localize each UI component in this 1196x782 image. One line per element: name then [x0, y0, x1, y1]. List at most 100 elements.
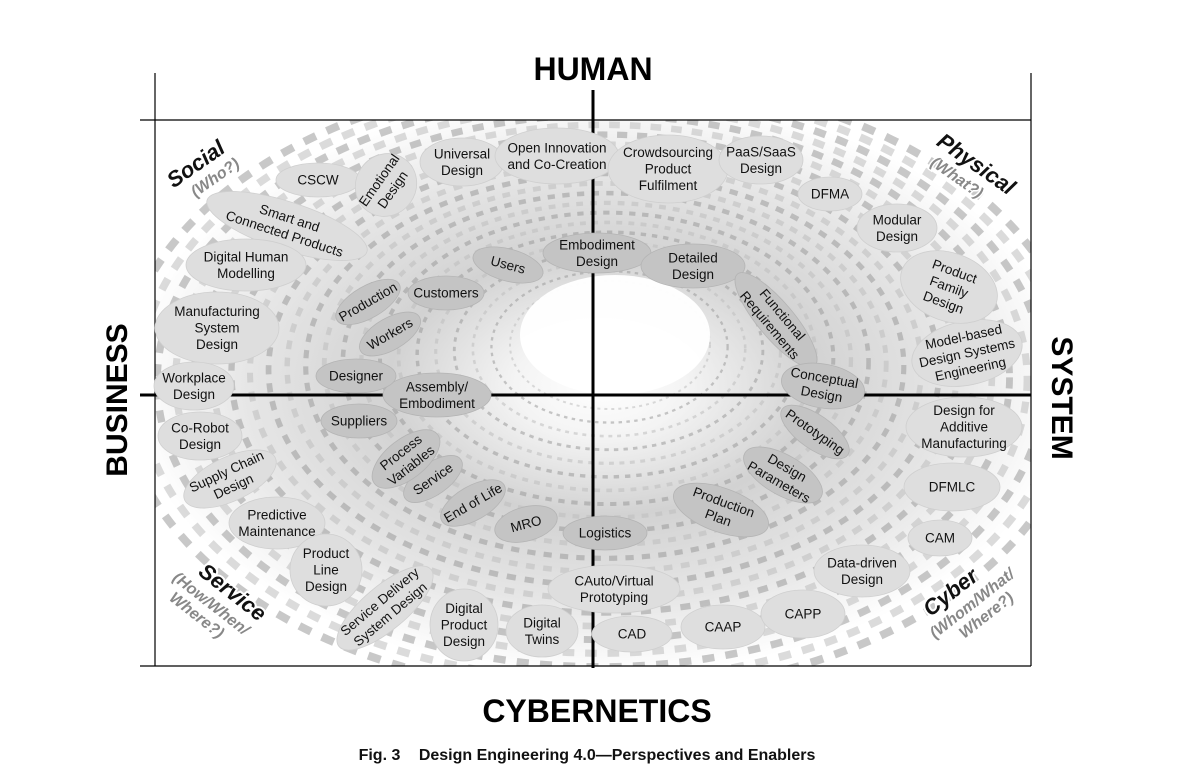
node-label: Universal: [434, 146, 490, 161]
node-mro: MRO: [494, 505, 558, 543]
node-label: Design: [196, 337, 238, 352]
node-label: Detailed: [668, 250, 718, 265]
node-shape: [718, 135, 804, 185]
node-label: Design: [305, 579, 347, 594]
node-shape: [185, 238, 307, 292]
node-shape: [505, 604, 579, 658]
node-label: Design: [876, 229, 918, 244]
node-shape: [429, 588, 499, 662]
node-label: DFMA: [811, 187, 849, 202]
tunnel-ring: [378, 210, 836, 507]
node-label: Product: [645, 162, 692, 177]
node-shape: [494, 505, 558, 543]
node-shape: [371, 429, 441, 489]
tunnel-ring: [434, 240, 783, 465]
node-label: Workplace: [162, 370, 226, 385]
node-label: Embodiment: [559, 237, 635, 252]
node-label: System: [194, 321, 239, 336]
node-label: Design: [173, 387, 215, 402]
node-shape: [354, 153, 418, 217]
node-cscw: CSCW: [275, 162, 361, 198]
node-label: Crowdsourcing: [623, 145, 713, 160]
node-shape: [903, 462, 1001, 512]
tunnel-ring: [172, 120, 1031, 657]
node-label: Co-Robot: [171, 420, 229, 435]
axis-title-system: SYSTEM: [1045, 336, 1078, 459]
node-label: Logistics: [579, 526, 632, 541]
node-shape: [680, 604, 766, 650]
node-logistics: Logistics: [562, 515, 648, 551]
node-label: CSCW: [297, 173, 339, 188]
node-shape: [640, 243, 746, 289]
node-label: Prototyping: [580, 590, 648, 605]
node-label: Modular: [873, 212, 922, 227]
figure-number: Fig. 3: [359, 747, 401, 764]
node-label: Digital: [445, 601, 483, 616]
node-shape: [407, 275, 485, 311]
node-shape: [472, 246, 544, 284]
tunnel-ring: [490, 270, 729, 424]
node-label: PaaS/SaaS: [726, 144, 796, 159]
node-shape: [289, 533, 363, 607]
node-end-of-life: End of Life: [440, 479, 506, 527]
node-label: Digital Human: [204, 249, 289, 264]
node-label: Design: [800, 383, 844, 405]
node-cam: CAM: [907, 519, 973, 557]
node-shape: [781, 362, 865, 410]
node-label: Customers: [413, 286, 479, 301]
node-label: Assembly/: [406, 379, 469, 394]
node-shape: [153, 361, 235, 411]
node-shape: [336, 565, 434, 651]
axis-title-cybernetics: CYBERNETICS: [482, 693, 711, 729]
node-open-innovation: Open Innovation and Co-Creation: [494, 127, 620, 185]
node-label: CAD: [618, 627, 647, 642]
node-label: Additive: [940, 420, 988, 435]
node-label: Product: [303, 546, 350, 561]
node-label: Design: [672, 267, 714, 282]
node-shape: [905, 396, 1023, 458]
node-caap: CAAP: [680, 604, 766, 650]
node-cad: CAD: [591, 615, 673, 653]
axis-title-human: HUMAN: [533, 51, 652, 87]
node-label: Fulfilment: [639, 178, 698, 193]
node-label: Design: [443, 634, 485, 649]
node-label: and Co-Creation: [507, 157, 606, 172]
node-label: Design: [179, 437, 221, 452]
node-shape: [382, 372, 492, 418]
node-label: Embodiment: [399, 396, 475, 411]
node-label: Manufacturing: [921, 436, 1007, 451]
figure-title: Design Engineering 4.0—Perspectives and …: [419, 747, 816, 764]
node-shape: [359, 311, 421, 357]
node-label: DFMLC: [929, 480, 976, 495]
tunnel-ring: [509, 280, 711, 410]
node-shape: [154, 291, 280, 365]
node-label: Data-driven: [827, 555, 897, 570]
node-shape: [157, 411, 243, 461]
node-label: Design: [841, 572, 883, 587]
node-shape: [440, 479, 506, 527]
node-label: CAAP: [705, 620, 742, 635]
node-label: CAuto/Virtual: [574, 573, 653, 588]
node-label: Designer: [329, 369, 384, 384]
tunnel-ring: [321, 180, 889, 548]
node-shape: [743, 446, 823, 504]
node-shape: [907, 519, 973, 557]
node-label: Open Innovation: [507, 140, 606, 155]
node-label: Design for: [933, 403, 995, 418]
node-shape: [228, 496, 326, 550]
node-shape: [900, 250, 998, 324]
